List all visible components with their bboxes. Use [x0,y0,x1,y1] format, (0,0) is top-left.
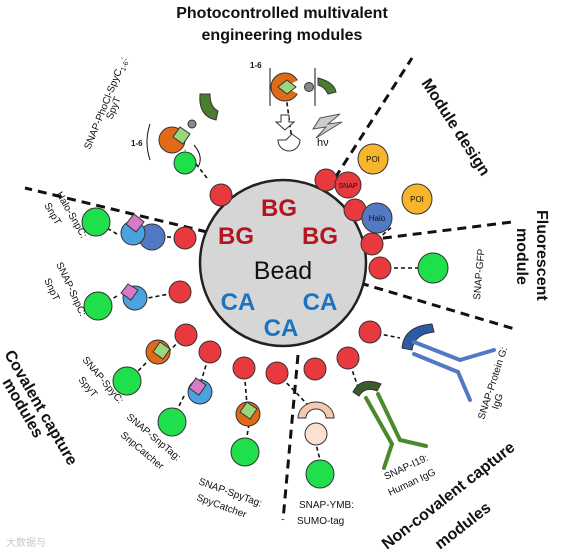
phocl-label-1: SNAP-PhoCl-SpyC1-6: [83,56,132,152]
ring-circle [173,226,197,250]
bg-label-1: BG [261,195,297,222]
ca-label-3: CA [264,315,299,342]
pink-square [120,283,139,301]
igg-antibody [412,340,496,402]
i19-binder [352,380,382,397]
snap-ymb-module: SNAP-YMB: SUMO-tag [297,401,354,527]
ring-circle [174,323,198,347]
green-catcher [199,93,219,121]
section-dividers [24,57,519,521]
divider-top-right [333,57,414,179]
divider-right-lower [359,281,519,332]
ymb-halfmoon [297,401,335,419]
ring-circle [314,168,338,192]
divider-left [24,186,208,234]
snap-snpc-label-1: SNAP-SnpC: [53,261,88,319]
ring-circle [368,256,392,280]
green-square [277,79,297,95]
snap-tag-label: SNAP [338,183,357,190]
halo-circle [361,202,393,234]
bead [198,178,368,348]
green-square [172,126,191,145]
poi-label-1: POI [366,155,380,164]
snap-spyc-module: SNAP-SpyC: SpyT [76,339,171,406]
grey-joint [187,119,197,129]
divider-right-upper [367,220,513,242]
hv-label: hν [317,137,329,149]
watermark: 大数据与 [6,536,46,549]
green-circle [230,437,260,467]
green-circle [157,407,187,437]
snap-snpc-module: SNAP-SnpC: SnpT [41,261,148,321]
poi-modules: SNAP POI Halo POI [334,143,433,234]
pink-square [125,213,145,233]
snap-i19-module: SNAP-I19: Human IgG [352,380,438,499]
grey-joint [304,82,314,92]
sumo-circle [304,422,328,446]
ring-circle [232,356,256,380]
bead-label: Bead [254,257,312,285]
ymb-label-1: SNAP-YMB: [299,500,354,511]
green-circle [83,291,113,321]
phocl-chain-module: SNAP-PhoCl-SpyC1-6: SpyT 1-6 [83,56,219,175]
ring-circle [265,361,289,385]
ring-circle [336,346,360,370]
ring-circle [360,232,384,256]
halo-snpc-module: Halo-SnpC: SnpT [41,190,166,251]
repeat-label-b: 1-6 [131,139,143,148]
ring-circles [168,168,392,385]
section-fluorescent-2: module [513,228,530,285]
green-square [239,401,258,420]
gfp-module: SNAP-GFP [417,248,487,300]
pink-square [188,377,207,396]
bg-label-3: BG [302,223,338,250]
ring-circle [168,280,192,304]
ring-circle [198,340,222,364]
section-module-design: Module design [418,76,493,179]
section-fluorescent-1: Fluorescent [533,210,550,301]
top-title-line2: engineering modules [202,27,363,44]
snap-snpc-label-2: SnpT [41,277,61,303]
snap-proteing-module: SNAP-Protein G: IgG [401,323,510,421]
repeat-label-a: 1-6 [250,61,262,70]
ca-label-2: CA [303,289,338,316]
proteing-label-2: IgG [490,392,506,411]
green-square [152,341,171,360]
green-catcher [317,77,337,95]
top-title-line1: Photocontrolled multivalent [176,5,388,22]
gfp-circle [417,252,449,284]
proteing-label-1: SNAP-Protein G: [476,346,510,421]
igg-antibody [364,392,428,470]
green-circle [173,151,197,175]
divider-bottom [281,354,300,521]
cleaved-halfmoon [277,133,301,152]
ring-circle [209,183,233,207]
green-circle [305,459,335,489]
ring-circle [303,357,327,381]
snap-circle [334,171,362,199]
snap-spytag-module: SNAP-SpyTag: SpyCatcher [195,401,263,521]
ca-label-1: CA [221,289,256,316]
bg-label-2: BG [218,223,254,250]
ymb-label-2: SUMO-tag [297,516,344,527]
poi-circle [401,183,433,215]
photocontrolled-module: 1-6 hν [250,61,343,152]
poi-label-2: POI [410,195,424,204]
bead-group: Bead BG BG BG CA CA CA [198,178,368,348]
gfp-label: SNAP-GFP [472,248,487,300]
down-arrow [274,114,296,131]
lightning-icon [311,113,343,139]
halo-tag-label: Halo [369,214,386,223]
poi-circle [357,143,389,175]
green-circle [81,207,111,237]
ring-circle [358,320,382,344]
green-circle [112,366,142,396]
